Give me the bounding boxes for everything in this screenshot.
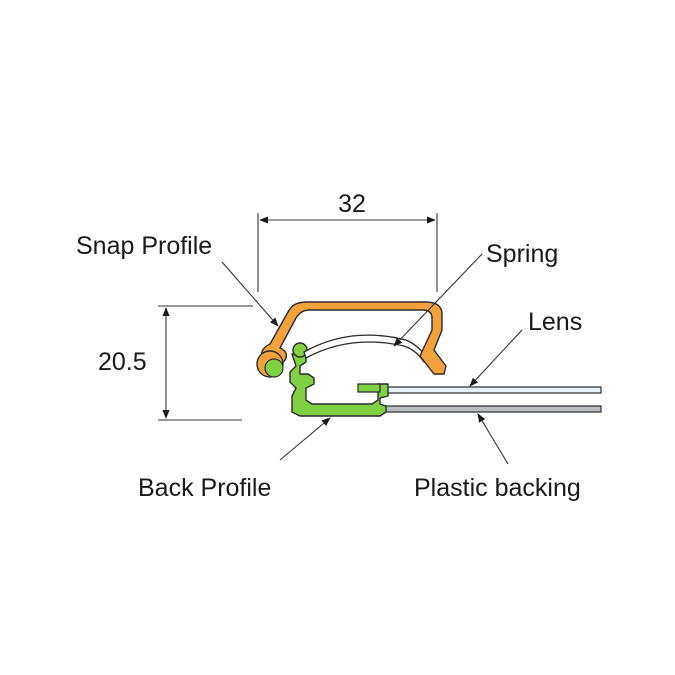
width-dimension-label: 32 [338, 190, 366, 218]
plastic-backing-panel [384, 405, 602, 413]
snap-profile-leader [221, 261, 279, 327]
spring-shape [303, 334, 429, 363]
back-profile-leader [279, 417, 331, 461]
lens-panel [384, 386, 602, 394]
snap-profile-bead-core [264, 358, 284, 378]
plastic-backing-leader [477, 413, 509, 465]
snap-profile-shape [260, 301, 447, 375]
spring-leader [393, 253, 483, 347]
spring-label: Spring [486, 240, 558, 268]
back-profile-lens-channel [357, 383, 381, 393]
back-profile-label: Back Profile [138, 474, 271, 502]
height-dimension-label: 20.5 [98, 348, 147, 376]
lens-label: Lens [528, 308, 582, 336]
snap-profile-label: Snap Profile [76, 232, 212, 260]
lens-leader [469, 329, 523, 387]
plastic-backing-label: Plastic backing [414, 474, 581, 502]
back-profile-shape [289, 353, 389, 417]
